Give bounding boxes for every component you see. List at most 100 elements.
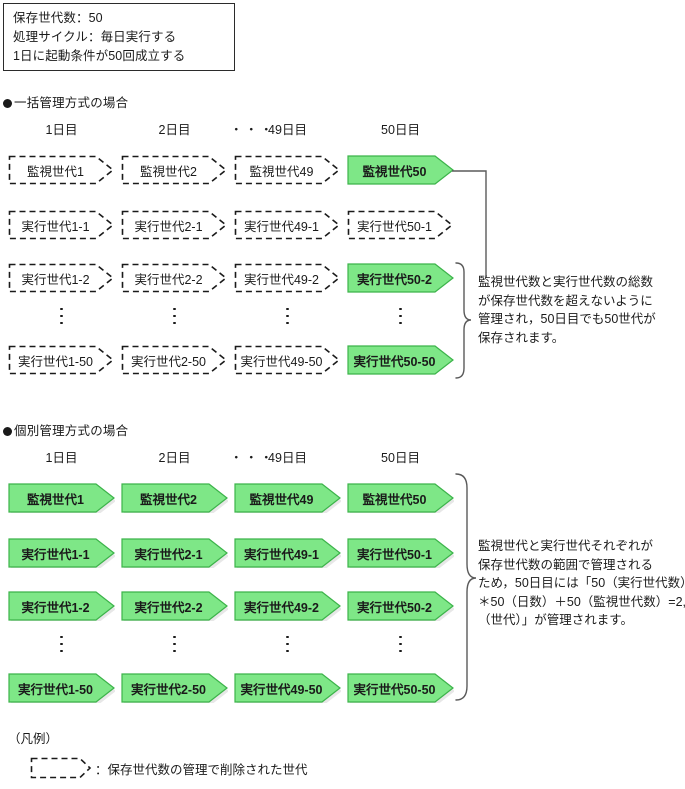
annotation-batch: 監視世代数と実行世代数の総数 が保存世代数を超えないように 管理され，50日目で… bbox=[478, 273, 656, 347]
generation-cell[interactable]: 実行世代50-2 bbox=[347, 591, 454, 621]
legend-description: ：保存世代数の管理で削除された世代 bbox=[95, 762, 308, 777]
chevron-solid-icon bbox=[234, 538, 341, 568]
chevron-solid-icon bbox=[8, 673, 115, 703]
generation-label: 実行世代49-2 bbox=[243, 600, 320, 615]
day-header-1: 1日目 bbox=[45, 451, 78, 465]
row-ellipsis bbox=[121, 631, 228, 657]
bullet-icon bbox=[3, 99, 12, 108]
generation-label: 実行世代50-50 bbox=[353, 682, 436, 697]
generation-label: 実行世代49-1 bbox=[243, 219, 320, 234]
chevron-dashed-icon bbox=[8, 345, 115, 375]
generation-label: 監視世代49 bbox=[249, 164, 314, 179]
parameter-line: 1日に起動条件が50回成立する bbox=[13, 49, 186, 63]
generation-cell[interactable]: 実行世代50-50 bbox=[347, 345, 454, 375]
generation-cell[interactable]: 実行世代50-50 bbox=[347, 673, 454, 703]
chevron-dashed-icon bbox=[8, 263, 115, 293]
row-ellipsis bbox=[234, 303, 341, 329]
generation-cell[interactable]: 実行世代1-2 bbox=[8, 263, 115, 293]
generation-cell[interactable]: 監視世代49 bbox=[234, 155, 341, 185]
generation-cell[interactable]: 監視世代50 bbox=[347, 155, 454, 185]
column-ellipsis: ・・・ bbox=[230, 123, 276, 137]
generation-cell[interactable]: 実行世代49-2 bbox=[234, 591, 341, 621]
generation-label: 実行世代50-2 bbox=[356, 600, 433, 615]
brace-icon bbox=[455, 262, 472, 379]
annotation-line: 保存されます。 bbox=[478, 330, 565, 345]
generation-cell[interactable]: 実行世代50-1 bbox=[347, 210, 454, 240]
chevron-solid-icon bbox=[234, 591, 341, 621]
day-header-49: 49日目 bbox=[268, 123, 307, 137]
generation-label: 実行世代2-1 bbox=[134, 219, 203, 234]
generation-cell[interactable]: 実行世代49-2 bbox=[234, 263, 341, 293]
generation-label: 実行世代49-50 bbox=[240, 682, 323, 697]
annotation-line: が保存世代数を超えないように bbox=[478, 293, 653, 308]
legend-row: ：保存世代数の管理で削除された世代 bbox=[30, 757, 308, 779]
day-header-49: 49日目 bbox=[268, 451, 307, 465]
generation-cell[interactable]: 実行世代2-1 bbox=[121, 538, 228, 568]
generation-label: 実行世代2-1 bbox=[134, 547, 203, 562]
annotation-line: 監視世代と実行世代それぞれが bbox=[478, 539, 654, 553]
generation-cell[interactable]: 実行世代1-1 bbox=[8, 538, 115, 568]
generation-cell[interactable]: 実行世代49-50 bbox=[234, 345, 341, 375]
chevron-dashed-icon bbox=[121, 263, 228, 293]
generation-label: 監視世代50 bbox=[362, 164, 427, 179]
generation-cell[interactable]: 実行世代49-1 bbox=[234, 538, 341, 568]
generation-cell[interactable]: 実行世代50-2 bbox=[347, 263, 454, 293]
annotation-line: （世代）」が管理されます。 bbox=[478, 613, 634, 627]
generation-cell[interactable]: 実行世代49-50 bbox=[234, 673, 341, 703]
generation-cell[interactable]: 実行世代1-50 bbox=[8, 345, 115, 375]
generation-label: 実行世代2-50 bbox=[130, 354, 207, 369]
section-heading-individual: 個別管理方式の場合 bbox=[3, 420, 128, 439]
generation-cell[interactable]: 監視世代49 bbox=[234, 483, 341, 513]
generation-label: 実行世代2-50 bbox=[130, 682, 207, 697]
row-ellipsis bbox=[347, 631, 454, 657]
generation-label: 実行世代1-2 bbox=[21, 272, 90, 287]
section-heading-batch: 一括管理方式の場合 bbox=[3, 92, 128, 111]
generation-cell[interactable]: 実行世代2-1 bbox=[121, 210, 228, 240]
generation-cell[interactable]: 実行世代2-50 bbox=[121, 673, 228, 703]
row-ellipsis bbox=[121, 303, 228, 329]
chevron-solid-icon bbox=[8, 538, 115, 568]
chevron-solid-icon bbox=[8, 591, 115, 621]
day-header-1: 1日目 bbox=[45, 123, 78, 137]
generation-label: 実行世代2-2 bbox=[134, 600, 203, 615]
day-header-2: 2日目 bbox=[158, 451, 191, 465]
chevron-solid-icon bbox=[234, 673, 341, 703]
generation-cell[interactable]: 実行世代1-50 bbox=[8, 673, 115, 703]
generation-cell[interactable]: 実行世代1-2 bbox=[8, 591, 115, 621]
leader-line-icon bbox=[452, 170, 487, 278]
generation-cell[interactable]: 監視世代2 bbox=[121, 483, 228, 513]
section-heading-individual-label: 個別管理方式の場合 bbox=[14, 424, 129, 438]
chevron-dashed-icon bbox=[8, 155, 115, 185]
chevron-dashed-icon bbox=[234, 263, 341, 293]
chevron-solid-icon bbox=[347, 483, 454, 513]
generation-label: 実行世代1-1 bbox=[21, 219, 90, 234]
chevron-solid-icon bbox=[347, 538, 454, 568]
chevron-solid-icon bbox=[121, 673, 228, 703]
generation-cell[interactable]: 実行世代2-2 bbox=[121, 263, 228, 293]
generation-cell[interactable]: 実行世代2-50 bbox=[121, 345, 228, 375]
generation-label: 監視世代50 bbox=[362, 492, 427, 507]
generation-cell[interactable]: 監視世代1 bbox=[8, 483, 115, 513]
generation-label: 実行世代2-2 bbox=[134, 272, 203, 287]
generation-cell[interactable]: 実行世代50-1 bbox=[347, 538, 454, 568]
row-ellipsis bbox=[347, 303, 454, 329]
generation-cell[interactable]: 実行世代1-1 bbox=[8, 210, 115, 240]
chevron-solid-icon bbox=[347, 591, 454, 621]
generation-cell[interactable]: 実行世代2-2 bbox=[121, 591, 228, 621]
annotation-line: 保存世代数の範囲で管理される bbox=[478, 557, 654, 572]
chevron-solid-icon bbox=[121, 538, 228, 568]
generation-cell[interactable]: 監視世代1 bbox=[8, 155, 115, 185]
generation-cell[interactable]: 監視世代50 bbox=[347, 483, 454, 513]
day-header-50: 50日目 bbox=[381, 123, 420, 137]
generation-cell[interactable]: 実行世代49-1 bbox=[234, 210, 341, 240]
day-header-2: 2日目 bbox=[158, 123, 191, 137]
day-header-50: 50日目 bbox=[381, 451, 420, 465]
generation-label: 実行世代50-50 bbox=[353, 354, 436, 369]
generation-label: 実行世代49-1 bbox=[243, 547, 320, 562]
column-ellipsis: ・・・ bbox=[230, 451, 276, 465]
generation-cell[interactable]: 監視世代2 bbox=[121, 155, 228, 185]
annotation-line: 管理され，50日目でも50世代が bbox=[478, 312, 656, 326]
annotation-line: ため，50日目には「50（実行世代数） bbox=[478, 576, 685, 590]
chevron-solid-icon bbox=[234, 483, 341, 513]
chevron-solid-icon bbox=[347, 263, 454, 293]
